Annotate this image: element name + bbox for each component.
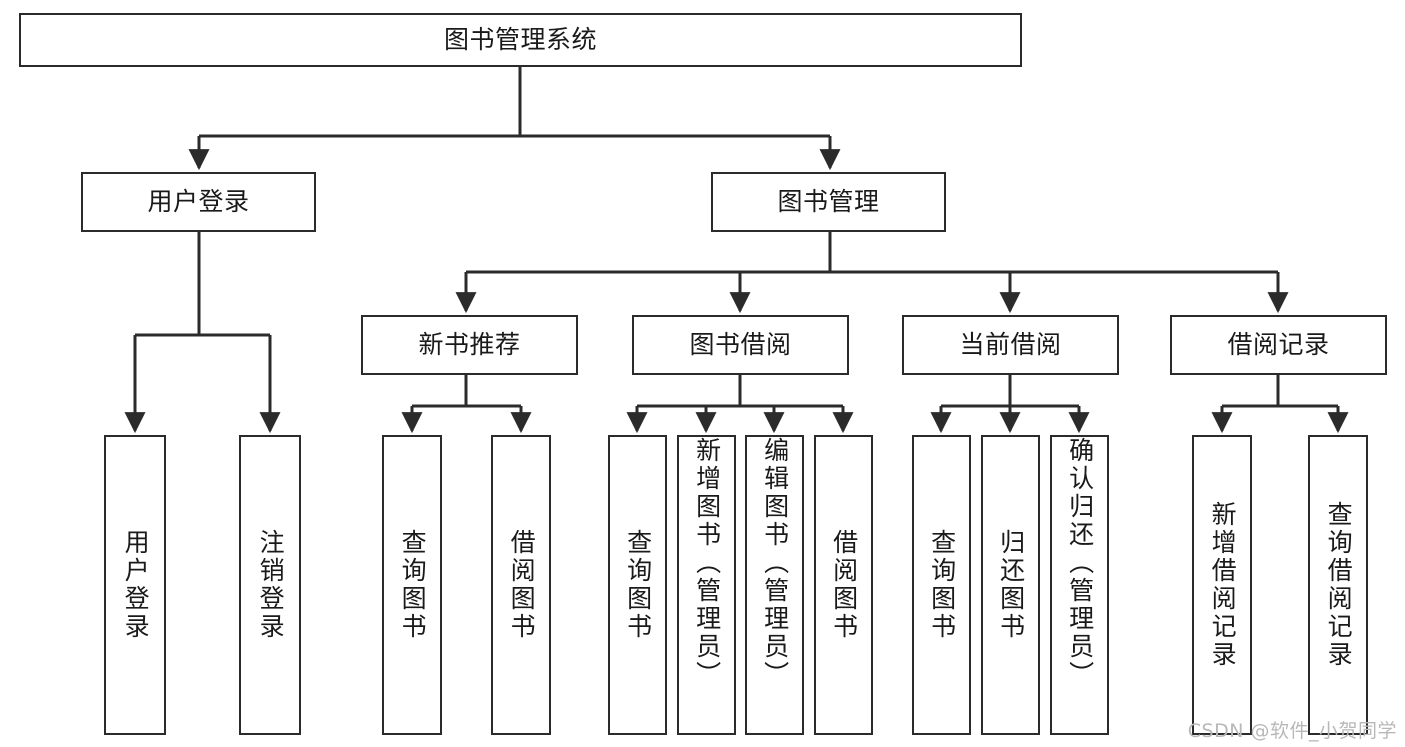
leaf-book-borrow-add-book-admin[interactable]: 新增图书（管理员）	[677, 435, 736, 735]
node-label: 借阅记录	[1227, 330, 1330, 360]
node-label: 图书管理	[777, 187, 880, 217]
leaf-book-borrow-edit-book-admin[interactable]: 编辑图书（管理员）	[745, 435, 804, 735]
node-label: 确认归还（管理员）	[1065, 437, 1095, 689]
leaf-borrow-record-query-record[interactable]: 查询借阅记录	[1308, 435, 1368, 735]
leaf-new-book-query-books[interactable]: 查询图书	[382, 435, 442, 735]
node-book-management[interactable]: 图书管理	[711, 172, 946, 232]
leaf-current-borrow-query-books[interactable]: 查询图书	[912, 435, 971, 735]
node-label: 新增图书（管理员）	[692, 437, 722, 689]
node-label: 图书借阅	[689, 330, 792, 360]
leaf-user-login-login[interactable]: 用户登录	[104, 435, 166, 735]
leaf-user-login-logout[interactable]: 注销登录	[239, 435, 301, 735]
node-current-borrowing[interactable]: 当前借阅	[902, 315, 1119, 375]
node-root-book-management-system[interactable]: 图书管理系统	[19, 13, 1022, 67]
node-label: 查询图书	[927, 529, 957, 641]
leaf-book-borrow-borrow-books[interactable]: 借阅图书	[814, 435, 873, 735]
node-label: 当前借阅	[959, 330, 1062, 360]
csdn-watermark: CSDN @软件_小贺同学	[1187, 720, 1397, 742]
node-label: 用户登录	[121, 529, 151, 641]
node-label: 查询借阅记录	[1324, 501, 1354, 669]
node-label: 查询图书	[398, 529, 428, 641]
node-book-borrowing[interactable]: 图书借阅	[632, 315, 849, 375]
leaf-book-borrow-query-books[interactable]: 查询图书	[608, 435, 667, 735]
node-label: 用户登录	[147, 187, 250, 217]
leaf-current-borrow-return-books[interactable]: 归还图书	[981, 435, 1040, 735]
node-label: 图书管理系统	[443, 25, 597, 55]
node-label: 编辑图书（管理员）	[760, 437, 790, 689]
node-label: 查询图书	[623, 529, 653, 641]
node-label: 新书推荐	[418, 330, 521, 360]
node-label: 归还图书	[996, 529, 1026, 641]
leaf-current-borrow-confirm-return-admin[interactable]: 确认归还（管理员）	[1050, 435, 1109, 735]
node-new-book-recommendation[interactable]: 新书推荐	[361, 315, 578, 375]
node-user-login[interactable]: 用户登录	[81, 172, 316, 232]
leaf-new-book-borrow-books[interactable]: 借阅图书	[491, 435, 551, 735]
node-label: 注销登录	[256, 529, 286, 641]
node-label: 借阅图书	[507, 529, 537, 641]
leaf-borrow-record-add-record[interactable]: 新增借阅记录	[1192, 435, 1252, 735]
node-label: 借阅图书	[829, 529, 859, 641]
node-borrowing-record[interactable]: 借阅记录	[1170, 315, 1387, 375]
node-label: 新增借阅记录	[1208, 501, 1238, 669]
